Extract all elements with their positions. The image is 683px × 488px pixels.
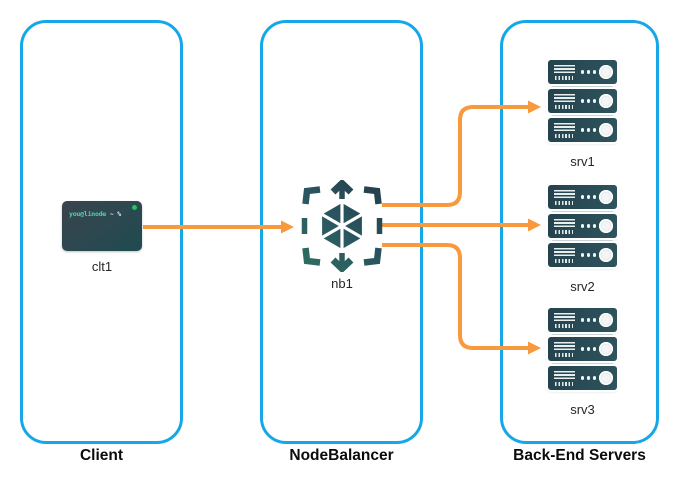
port-ticks-icon (555, 75, 573, 80)
port-ticks-icon (555, 200, 573, 205)
column-title-backend-servers: Back-End Servers (513, 447, 646, 464)
power-knob-icon (598, 342, 613, 356)
terminal-status-dot-icon (132, 205, 137, 210)
power-knob-icon (598, 123, 613, 137)
prompt-user: you@linode (69, 210, 107, 218)
terminal-prompt: you@linode ~ % (69, 210, 121, 218)
port-ticks-icon (555, 133, 573, 138)
vent-grill-icon (554, 64, 575, 74)
nodebalancer-column-frame (260, 20, 423, 444)
power-knob-icon (598, 248, 613, 262)
led-dots-icon (581, 128, 596, 132)
column-title-client: Client (79, 447, 124, 464)
led-dots-icon (581, 318, 596, 322)
server-unit (548, 308, 617, 332)
led-dots-icon (581, 195, 596, 199)
power-knob-icon (598, 94, 613, 108)
vent-grill-icon (554, 189, 575, 199)
terminal-icon: you@linode ~ % (62, 201, 142, 251)
server-unit (548, 185, 617, 209)
port-ticks-icon (555, 352, 573, 357)
server-unit (548, 89, 617, 113)
server-unit (548, 337, 617, 361)
server-unit (548, 118, 617, 142)
led-dots-icon (581, 347, 596, 351)
port-ticks-icon (555, 229, 573, 234)
rack-rail (548, 113, 617, 118)
server-unit (548, 366, 617, 390)
power-knob-icon (598, 371, 613, 385)
vent-grill-icon (554, 93, 575, 103)
vent-grill-icon (554, 122, 575, 132)
vent-grill-icon (554, 341, 575, 351)
rack-rail (548, 84, 617, 89)
client-column-frame (20, 20, 183, 444)
rack-rail (548, 209, 617, 214)
backend-servers-column-frame (500, 20, 659, 444)
server-node-label: srv3 (570, 402, 595, 417)
client-node-label: clt1 (91, 259, 113, 274)
led-dots-icon (581, 224, 596, 228)
port-ticks-icon (555, 104, 573, 109)
server-stack-icon (548, 308, 617, 390)
column-title-nodebalancer: NodeBalancer (289, 447, 394, 464)
led-dots-icon (581, 376, 596, 380)
power-knob-icon (598, 65, 613, 79)
server-unit (548, 243, 617, 267)
server-stack-icon (548, 60, 617, 142)
led-dots-icon (581, 99, 596, 103)
server-stack-icon (548, 185, 617, 267)
port-ticks-icon (555, 381, 573, 386)
power-knob-icon (598, 219, 613, 233)
rack-rail (548, 361, 617, 366)
vent-grill-icon (554, 218, 575, 228)
server-unit (548, 214, 617, 238)
led-dots-icon (581, 253, 596, 257)
port-ticks-icon (555, 258, 573, 263)
power-knob-icon (598, 313, 613, 327)
led-dots-icon (581, 70, 596, 74)
vent-grill-icon (554, 370, 575, 380)
port-ticks-icon (555, 323, 573, 328)
rack-rail (548, 238, 617, 243)
server-node-label: srv2 (570, 279, 595, 294)
vent-grill-icon (554, 312, 575, 322)
nodebalancer-icon (301, 180, 383, 272)
rack-rail (548, 332, 617, 337)
prompt-symbol: ~ % (106, 210, 121, 218)
power-knob-icon (598, 190, 613, 204)
balancer-node-label: nb1 (331, 276, 353, 291)
server-node-label: srv1 (570, 154, 595, 169)
server-unit (548, 60, 617, 84)
vent-grill-icon (554, 247, 575, 257)
